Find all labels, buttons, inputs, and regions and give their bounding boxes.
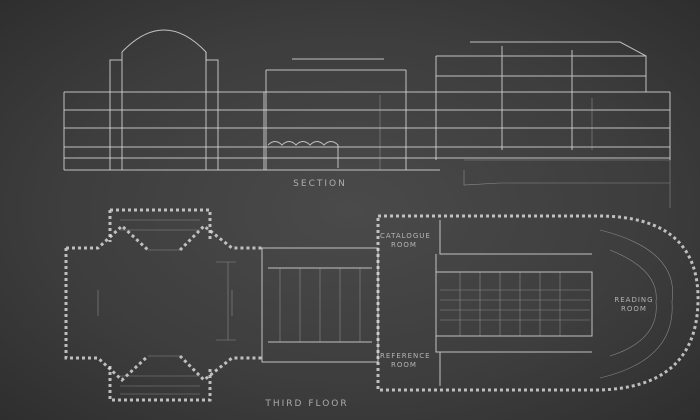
catalogue-room-label: CATALOGUE ROOM (380, 232, 431, 250)
reading-label-line2: ROOM (621, 305, 647, 313)
reading-label-line1: READING (614, 296, 654, 304)
reference-label-line1: REFERENCE (380, 352, 431, 360)
plan-caption: THIRD FLOOR (265, 399, 349, 409)
reference-label-line2: ROOM (391, 361, 417, 369)
reference-room-label: REFERENCE ROOM (380, 352, 431, 370)
catalogue-label-line2: ROOM (391, 241, 417, 249)
third-floor-plan (64, 208, 700, 402)
reading-room-label: READING ROOM (612, 296, 656, 314)
section-caption: SECTION (293, 179, 347, 189)
section-drawing (63, 29, 671, 208)
catalogue-label-line1: CATALOGUE (380, 232, 431, 240)
